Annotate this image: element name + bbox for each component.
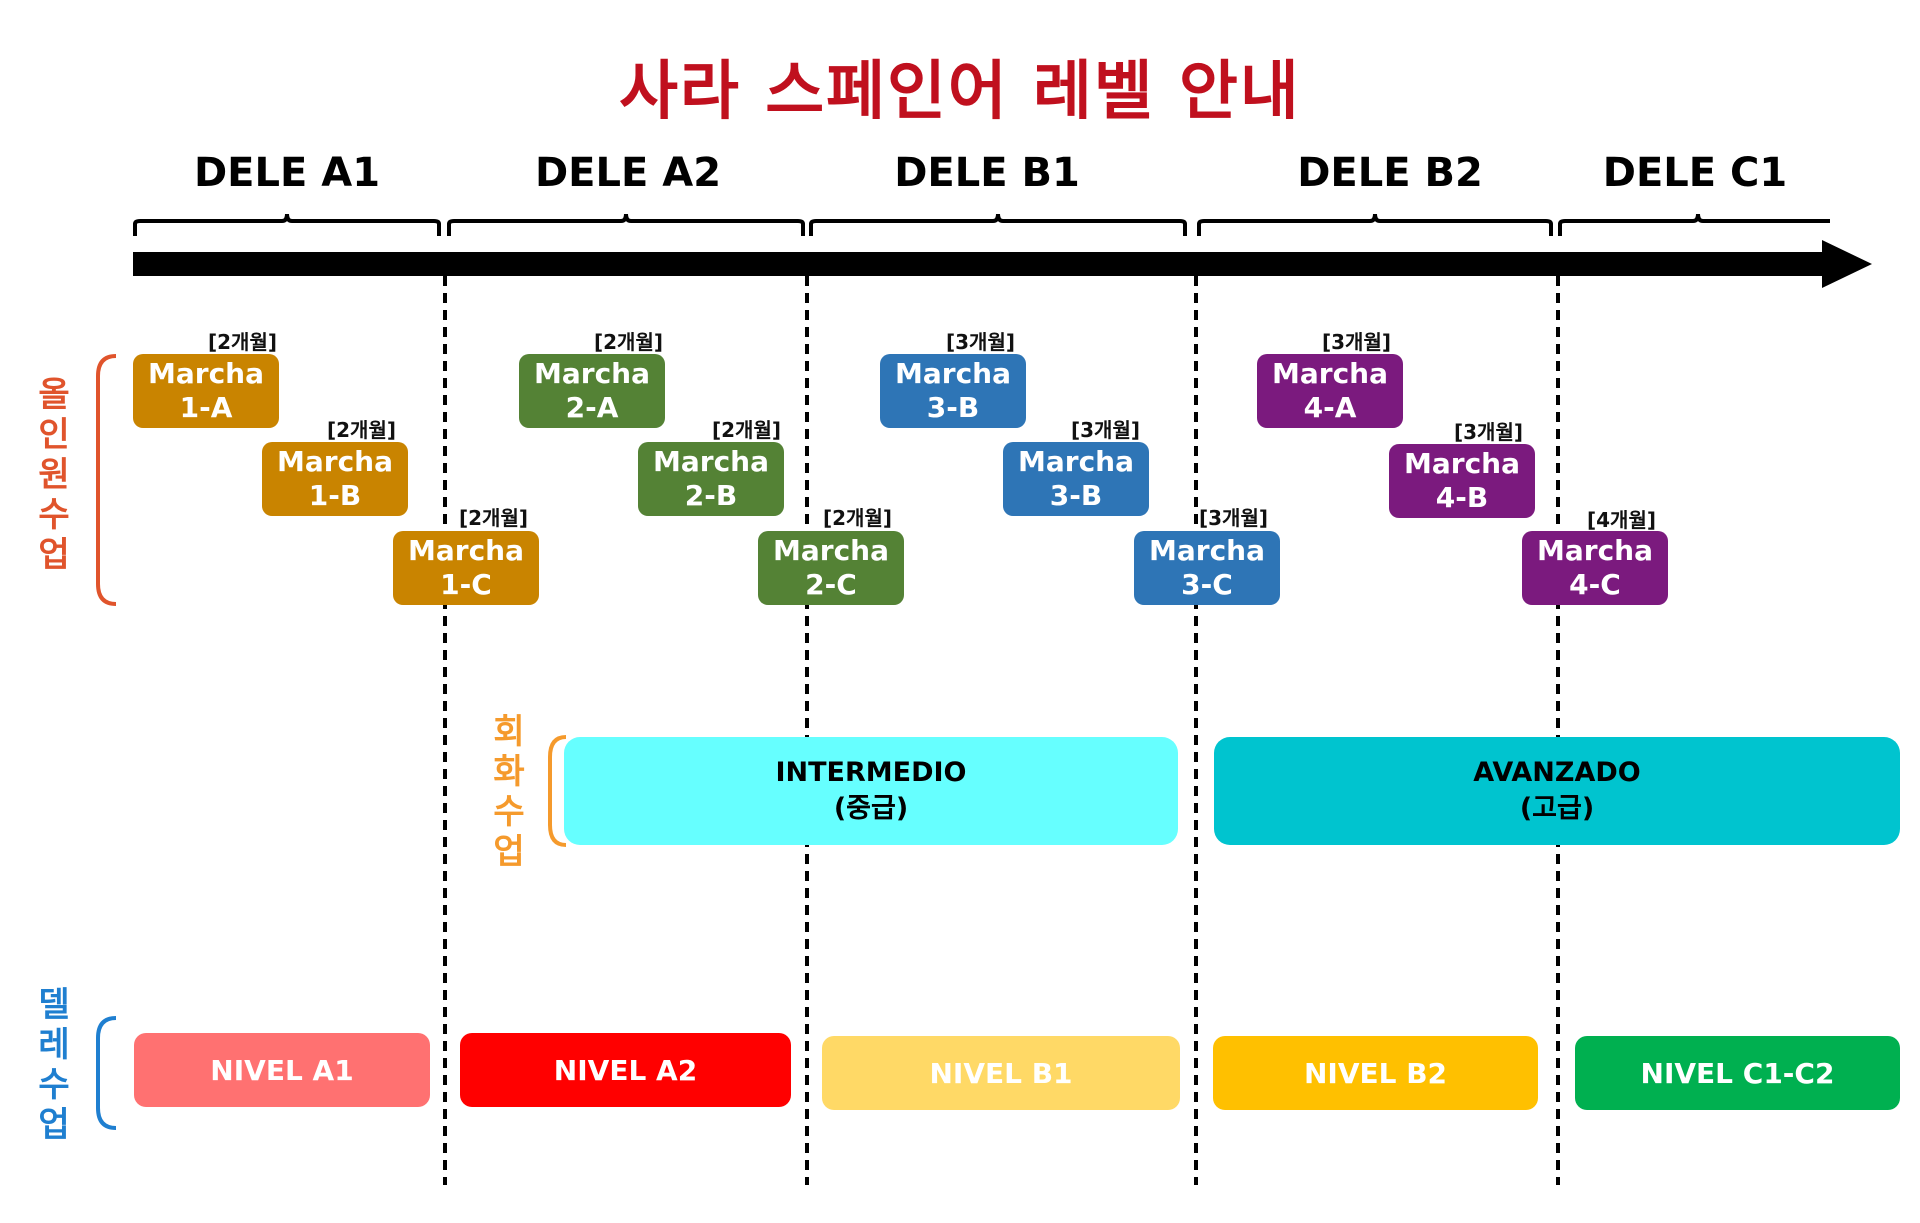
- dele-header-a2: DELE A2: [534, 150, 722, 196]
- level-dividers: [443, 276, 1560, 1185]
- course-code: 3-B: [1049, 479, 1103, 512]
- course-name: Marcha: [895, 357, 1011, 390]
- dele-header-b2: DELE B2: [1297, 150, 1483, 196]
- brace-a2: [447, 213, 805, 236]
- duration-label: [2개월]: [712, 418, 781, 442]
- course-name: Marcha: [1272, 357, 1388, 390]
- nivel-b2: NIVEL B2: [1213, 1036, 1538, 1110]
- course-name: Marcha: [1537, 534, 1653, 567]
- course-code: 1-A: [179, 391, 233, 424]
- timeline-arrow-head: [1822, 240, 1872, 288]
- course-code: 4-A: [1303, 391, 1357, 424]
- course-name: Marcha: [408, 534, 524, 567]
- duration-label: [3개월]: [1071, 418, 1140, 442]
- nivel-c1-c2: NIVEL C1-C2: [1575, 1036, 1900, 1110]
- duration-label: [2개월]: [208, 330, 277, 354]
- page-title: 사라 스페인어 레벨 안내: [619, 55, 1301, 129]
- timeline-arrow-shaft: [133, 252, 1833, 276]
- conversation-level-korean: (중급): [833, 793, 909, 824]
- conversation-level: INTERMEDIO: [775, 757, 967, 788]
- section-label-dele: 델레수업: [38, 985, 70, 1145]
- duration-label: [4개월]: [1587, 508, 1656, 532]
- course-code: 1-C: [440, 568, 492, 601]
- duration-label: [2개월]: [594, 330, 663, 354]
- duration-label: [3개월]: [1199, 506, 1268, 530]
- nivel-a1: NIVEL A1: [134, 1033, 430, 1107]
- conversation-level-korean: (고급): [1519, 793, 1595, 824]
- nivel-label: NIVEL A1: [210, 1053, 354, 1087]
- course-code: 1-B: [308, 479, 362, 512]
- nivel-a2: NIVEL A2: [460, 1033, 791, 1107]
- bracket-dele: [96, 1016, 117, 1130]
- duration-label: [3개월]: [946, 330, 1015, 354]
- conversation-level: AVANZADO: [1473, 757, 1641, 788]
- course-name: Marcha: [534, 357, 650, 390]
- dele-header-c1: DELE C1: [1602, 150, 1788, 196]
- course-code: 4-C: [1569, 568, 1621, 601]
- duration-label: [2개월]: [327, 418, 396, 442]
- section-label-conversation: 회화수업: [493, 712, 525, 872]
- nivel-b1: NIVEL B1: [822, 1036, 1180, 1110]
- brace-a1: [133, 213, 441, 236]
- course-name: Marcha: [1018, 445, 1134, 478]
- nivel-label: NIVEL B2: [1303, 1056, 1448, 1090]
- conversation-intermedio: INTERMEDIO (중급): [564, 737, 1178, 845]
- course-name: Marcha: [773, 534, 889, 567]
- course-code: 2-A: [565, 391, 619, 424]
- course-code: 3-C: [1181, 568, 1233, 601]
- dele-braces: [133, 213, 1830, 236]
- course-name: Marcha: [653, 445, 769, 478]
- course-name: Marcha: [277, 445, 393, 478]
- dele-header-b1: DELE B1: [894, 150, 1080, 196]
- nivel-label: NIVEL A2: [553, 1053, 698, 1087]
- duration-label: [2개월]: [823, 506, 892, 530]
- duration-label: [3개월]: [1454, 420, 1523, 444]
- duration-label: [2개월]: [459, 506, 528, 530]
- brace-b2: [1197, 213, 1553, 236]
- nivel-label: NIVEL C1-C2: [1640, 1056, 1835, 1090]
- course-name: Marcha: [148, 357, 264, 390]
- brace-b1: [809, 213, 1187, 236]
- bracket-online: [96, 354, 117, 606]
- section-label-online: 올인원수업: [38, 375, 70, 575]
- brace-c1: [1558, 213, 1830, 236]
- dele-header-a1: DELE A1: [193, 150, 381, 196]
- course-code: 2-C: [805, 568, 857, 601]
- course-code: 2-B: [684, 479, 738, 512]
- course-name: Marcha: [1404, 447, 1520, 480]
- nivel-label: NIVEL B1: [929, 1056, 1073, 1090]
- conversation-avanzado: AVANZADO (고급): [1214, 737, 1900, 845]
- bracket-conversation: [548, 735, 567, 847]
- course-code: 4-B: [1435, 481, 1489, 514]
- course-name: Marcha: [1149, 534, 1265, 567]
- course-code: 3-B: [926, 391, 980, 424]
- duration-label: [3개월]: [1322, 330, 1391, 354]
